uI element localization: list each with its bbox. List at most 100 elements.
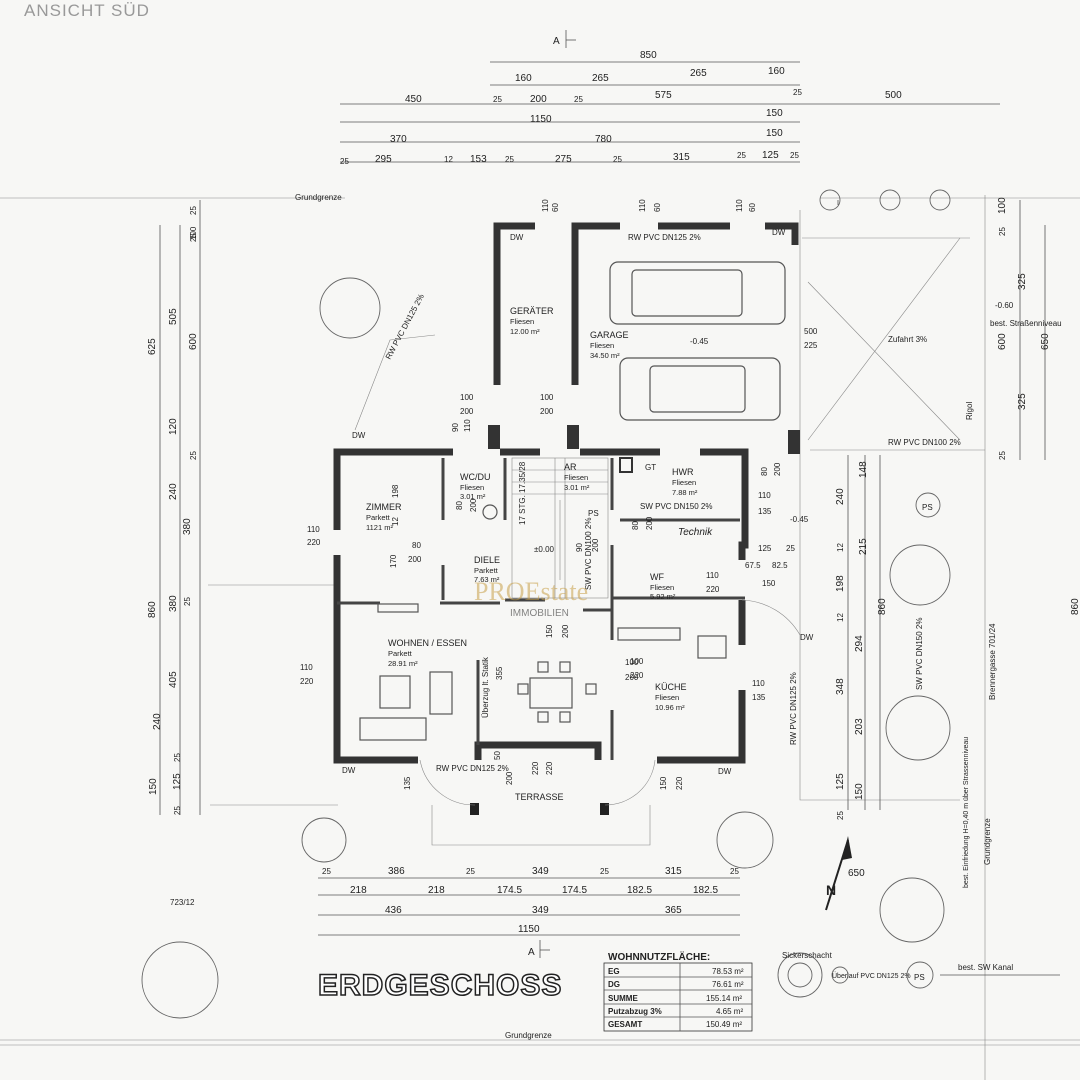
svg-text:150: 150 bbox=[762, 579, 776, 588]
svg-text:RW PVC DN125 2%: RW PVC DN125 2% bbox=[789, 672, 798, 745]
svg-text:275: 275 bbox=[555, 154, 572, 165]
svg-text:500: 500 bbox=[885, 90, 902, 101]
svg-text:AR: AR bbox=[564, 462, 577, 472]
svg-text:100: 100 bbox=[630, 657, 644, 666]
svg-text:PS: PS bbox=[588, 509, 599, 518]
svg-text:Fliesen: Fliesen bbox=[655, 693, 679, 702]
svg-text:220: 220 bbox=[630, 671, 644, 680]
svg-text:125: 125 bbox=[758, 544, 772, 553]
room-gerater: GERÄTER Fliesen 12.00 m² bbox=[510, 306, 554, 336]
svg-text:200: 200 bbox=[591, 538, 600, 552]
svg-text:295: 295 bbox=[375, 154, 392, 165]
svg-text:IMMOBILIEN: IMMOBILIEN bbox=[510, 608, 569, 619]
svg-text:50: 50 bbox=[493, 751, 502, 760]
svg-text:25: 25 bbox=[574, 95, 583, 104]
area-row-label: EG bbox=[608, 967, 620, 976]
svg-text:-0.60: -0.60 bbox=[995, 301, 1014, 310]
svg-text:-0.45: -0.45 bbox=[690, 337, 709, 346]
svg-text:650: 650 bbox=[1040, 333, 1051, 350]
svg-text:240: 240 bbox=[168, 483, 179, 500]
svg-text:25: 25 bbox=[613, 155, 622, 164]
plan-title: ERDGESCHOSS bbox=[318, 969, 562, 1002]
svg-text:25: 25 bbox=[189, 233, 198, 242]
svg-text:HWR: HWR bbox=[672, 467, 694, 477]
area-row-label: Putzabzug 3% bbox=[608, 1007, 662, 1016]
svg-text:WOHNEN / ESSEN: WOHNEN / ESSEN bbox=[388, 638, 467, 648]
svg-text:380: 380 bbox=[182, 518, 193, 535]
room-zimmer: ZIMMER Parkett 1121 m² bbox=[366, 502, 402, 532]
svg-text:135: 135 bbox=[403, 776, 412, 790]
area-row-value: 76.61 m² bbox=[712, 980, 744, 989]
area-row-label: GESAMT bbox=[608, 1020, 642, 1029]
svg-text:25: 25 bbox=[790, 151, 799, 160]
svg-text:A: A bbox=[528, 947, 535, 958]
svg-text:200: 200 bbox=[530, 94, 547, 105]
svg-text:25: 25 bbox=[730, 867, 739, 876]
section-mark-top: A bbox=[553, 30, 576, 48]
svg-text:60: 60 bbox=[653, 203, 662, 212]
svg-text:-0.45: -0.45 bbox=[790, 515, 809, 524]
svg-text:12.00 m²: 12.00 m² bbox=[510, 327, 540, 336]
svg-text:220: 220 bbox=[545, 761, 554, 775]
svg-text:A: A bbox=[553, 36, 560, 47]
svg-text:600: 600 bbox=[997, 333, 1008, 350]
svg-text:25: 25 bbox=[793, 88, 802, 97]
svg-text:RW PVC DN100 2%: RW PVC DN100 2% bbox=[888, 438, 961, 447]
svg-text:436: 436 bbox=[385, 905, 402, 916]
svg-text:174.5: 174.5 bbox=[562, 885, 587, 896]
area-table-title: WOHNNUTZFLÄCHE: bbox=[608, 950, 710, 963]
svg-text:150: 150 bbox=[148, 778, 159, 795]
svg-text:PROEstate: PROEstate bbox=[474, 577, 588, 606]
svg-text:90: 90 bbox=[451, 423, 460, 432]
svg-text:Sickerschacht: Sickerschacht bbox=[782, 951, 833, 960]
dims-inner: 110 60 110 60 110 60 100 200 100 200 90 … bbox=[300, 199, 818, 790]
svg-text:198: 198 bbox=[391, 484, 400, 498]
room-wc-du: WC/DU Fliesen 3.01 m² bbox=[460, 472, 491, 501]
svg-text:182.5: 182.5 bbox=[693, 885, 718, 896]
svg-text:780: 780 bbox=[595, 134, 612, 145]
svg-text:Technik: Technik bbox=[678, 527, 713, 538]
svg-text:200: 200 bbox=[625, 673, 639, 682]
svg-text:125: 125 bbox=[762, 150, 779, 161]
svg-text:315: 315 bbox=[665, 866, 682, 877]
road-name: Brennergasse 701/24 bbox=[988, 623, 997, 700]
svg-text:380: 380 bbox=[168, 595, 179, 612]
svg-text:100: 100 bbox=[625, 658, 639, 667]
svg-text:Überzug lt. Statik: Überzug lt. Statik bbox=[481, 656, 490, 718]
svg-text:DW: DW bbox=[510, 233, 524, 242]
svg-text:DW: DW bbox=[800, 633, 814, 642]
svg-text:5.92 m²: 5.92 m² bbox=[650, 592, 676, 601]
svg-text:110: 110 bbox=[758, 491, 771, 500]
grundgrenze-top: Grundgrenze bbox=[295, 193, 342, 202]
svg-text:DIELE: DIELE bbox=[474, 555, 500, 565]
svg-text:12: 12 bbox=[444, 155, 453, 164]
svg-text:25: 25 bbox=[998, 451, 1007, 460]
furniture bbox=[359, 504, 801, 806]
svg-text:265: 265 bbox=[690, 68, 707, 79]
svg-text:150: 150 bbox=[766, 128, 783, 139]
svg-text:80: 80 bbox=[760, 467, 769, 476]
svg-text:34.50 m²: 34.50 m² bbox=[590, 351, 620, 360]
svg-text:220: 220 bbox=[531, 761, 540, 775]
svg-text:200: 200 bbox=[773, 462, 782, 476]
svg-text:WF: WF bbox=[650, 572, 664, 582]
svg-text:174.5: 174.5 bbox=[497, 885, 522, 896]
area-row-value: 4.65 m² bbox=[716, 1007, 743, 1016]
svg-text:110: 110 bbox=[706, 571, 719, 580]
north-arrow-icon: N bbox=[825, 836, 852, 911]
svg-text:218: 218 bbox=[350, 885, 367, 896]
svg-text:DW: DW bbox=[342, 766, 356, 775]
svg-text:505: 505 bbox=[168, 308, 179, 325]
svg-text:265: 265 bbox=[592, 73, 609, 84]
room-hwr: HWR Fliesen 7.88 m² bbox=[672, 467, 698, 497]
svg-text:153: 153 bbox=[470, 154, 487, 165]
room-wf: WF Fliesen 5.92 m² bbox=[650, 572, 676, 601]
svg-text:500: 500 bbox=[804, 327, 818, 336]
svg-text:200: 200 bbox=[505, 771, 514, 785]
svg-text:110: 110 bbox=[307, 525, 320, 534]
svg-text:7.63 m²: 7.63 m² bbox=[474, 575, 500, 584]
svg-text:349: 349 bbox=[532, 866, 549, 877]
svg-text:200: 200 bbox=[645, 516, 654, 530]
svg-text:100: 100 bbox=[189, 226, 198, 240]
svg-text:25: 25 bbox=[600, 867, 609, 876]
